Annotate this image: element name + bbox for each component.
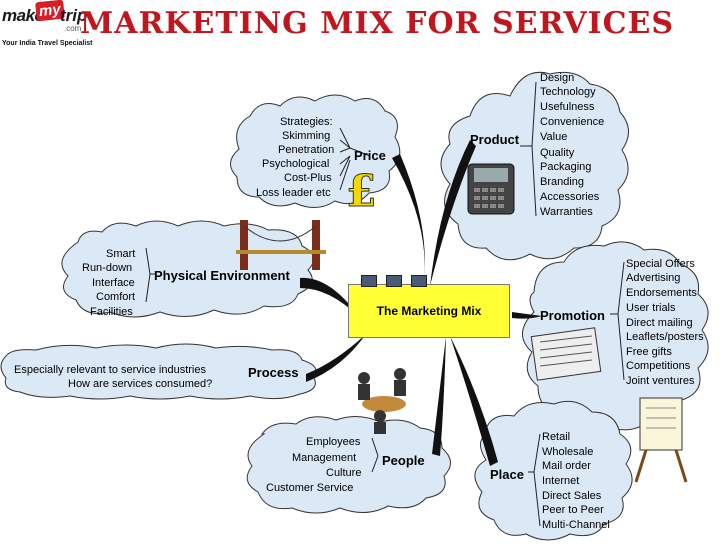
product-item: Value [540,131,567,144]
product-item: Design [540,72,574,85]
easel-icon [636,398,686,482]
people-heading: People [382,453,425,468]
product-item: Packaging [540,161,591,174]
place-item: Multi-Channel [542,519,610,532]
people-item: Employees [306,436,360,449]
place-item: Retail [542,431,570,444]
people-item: Management [292,452,356,465]
product-item: Convenience [540,116,604,129]
process-item: How are services consumed? [68,378,212,391]
people-item: Culture [326,467,361,480]
connector-people [432,336,446,456]
product-item: Quality [540,147,574,160]
physical-item: Smart [106,248,135,261]
process-item: Especially relevant to service industrie… [14,364,206,377]
promotion-item: User trials [626,302,676,315]
center-label: The Marketing Mix [377,304,482,318]
logo-domain: .com [64,24,81,33]
promotion-item: Leaflets/posters [626,331,704,344]
price-item: Psychological [262,158,329,171]
price-item: Loss leader etc [256,187,331,200]
promotion-item: Direct mailing [626,317,693,330]
product-item: Technology [540,86,596,99]
process-heading: Process [248,365,299,380]
price-item: Cost-Plus [284,172,332,185]
people-item: Customer Service [266,482,353,495]
place-heading: Place [490,467,524,482]
promotion-item: Endorsements [626,287,697,300]
physical-heading: Physical Environment [154,268,290,283]
center-box: The Marketing Mix [348,284,510,338]
center-connectors [361,275,427,287]
price-item: Skimming [282,130,330,143]
promotion-item: Advertising [626,272,680,285]
logo-tagline: Your India Travel Specialist [2,40,93,47]
physical-item: Facilities [90,306,133,319]
physical-item: Comfort [96,291,135,304]
connector-place [450,336,498,466]
newspaper-icon [531,328,601,380]
promotion-item: Joint ventures [626,375,694,388]
connector-process [306,334,366,382]
price-heading: Price [354,148,386,163]
physical-item: Run-down [82,262,132,275]
place-item: Mail order [542,460,591,473]
product-heading: Product [470,132,519,147]
physical-item: Interface [92,277,135,290]
place-item: Direct Sales [542,490,601,503]
product-item: Accessories [540,191,599,204]
header: make my trip .com Your India Travel Spec… [0,0,728,58]
place-item: Internet [542,475,579,488]
promotion-item: Special Offers [626,258,695,271]
price-item: Strategies: [280,116,333,129]
promotion-heading: Promotion [540,308,605,323]
promotion-item: Free gifts [626,346,672,359]
product-item: Usefulness [540,101,594,114]
product-item: Warranties [540,206,593,219]
promotion-item: Competitions [626,360,690,373]
connector-price [392,154,425,284]
place-item: Wholesale [542,446,593,459]
pound-icon: £ [346,166,377,217]
price-item: Penetration [278,144,334,157]
makemytrip-logo[interactable]: make my trip .com Your India Travel Spec… [0,0,92,52]
product-item: Branding [540,176,584,189]
organizer-device-icon [468,164,514,214]
place-item: Peer to Peer [542,504,604,517]
page-title: Marketing Mix For Services [80,6,674,41]
